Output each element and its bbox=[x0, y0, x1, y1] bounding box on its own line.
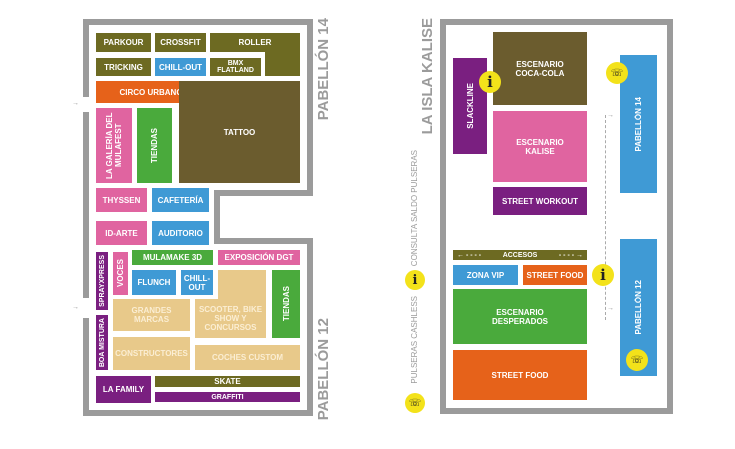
zone-street-workout[interactable]: STREET WORKOUT bbox=[493, 187, 587, 215]
accesos-label: ACCESOS bbox=[502, 251, 538, 259]
zone-label: PABELLÓN 12 bbox=[634, 280, 643, 335]
zone-bmx-flatland[interactable]: BMX FLATLAND bbox=[210, 58, 261, 76]
zone-slackline[interactable]: SLACKLINE bbox=[453, 58, 487, 154]
info-icon: i bbox=[405, 270, 425, 290]
cashless-point-icon[interactable]: ☏ bbox=[606, 62, 628, 84]
zone-scooter-extension bbox=[218, 270, 266, 300]
zone-label: BOA MISTURA bbox=[98, 317, 106, 368]
zone-escenario-desperados[interactable]: ESCENARIO DESPERADOS bbox=[453, 289, 587, 344]
arrow-left-icon: ← - - - - bbox=[457, 251, 482, 259]
zone-chill-out[interactable]: CHILL-OUT bbox=[155, 58, 206, 76]
accesos-bar[interactable]: ← - - - - ACCESOS - - - - → bbox=[453, 250, 587, 260]
zone-tiendas[interactable]: TIENDAS bbox=[137, 108, 172, 183]
zone-parkour[interactable]: PARKOUR bbox=[96, 33, 151, 52]
wall bbox=[214, 190, 313, 196]
zone-auditorio[interactable]: AUDITORIO bbox=[152, 221, 209, 245]
zone-boa-mistura[interactable]: BOA MISTURA bbox=[96, 315, 108, 370]
zone-tiendas-2[interactable]: TIENDAS bbox=[272, 270, 300, 338]
wall bbox=[83, 19, 313, 25]
wall bbox=[307, 238, 313, 416]
isla-kalise-title: LA ISLA KALISE bbox=[419, 18, 436, 135]
zone-escenario-coca-cola[interactable]: ESCENARIO COCA-COLA bbox=[493, 32, 587, 105]
zone-street-food[interactable]: STREET FOOD bbox=[523, 265, 587, 285]
zone-mulamake-3d[interactable]: MULAMAKE 3D bbox=[132, 250, 213, 265]
wall bbox=[83, 112, 89, 298]
zone-flunch[interactable]: FLUNCH bbox=[132, 270, 176, 295]
wall bbox=[83, 19, 89, 97]
zone-cafeteria[interactable]: CAFETERÍA bbox=[152, 188, 209, 212]
arrow-icon: → bbox=[607, 112, 614, 119]
wall bbox=[83, 410, 313, 416]
pavilion-12-label: PABELLÓN 12 bbox=[315, 318, 332, 421]
zone-label: TIENDAS bbox=[150, 127, 159, 164]
path-line bbox=[605, 115, 606, 320]
zone-thyssen[interactable]: THYSSEN bbox=[96, 188, 147, 212]
zone-label: SLACKLINE bbox=[465, 83, 475, 129]
zone-circo-urbano[interactable]: CIRCO URBANO bbox=[96, 81, 206, 103]
cashless-point-icon[interactable]: ☏ bbox=[626, 349, 648, 371]
zone-la-galeria[interactable]: LA GALERÍA DEL MULAFEST bbox=[96, 108, 132, 183]
zone-graffiti[interactable]: GRAFFITI bbox=[155, 392, 300, 402]
zone-tattoo[interactable]: TATTOO bbox=[179, 81, 300, 183]
arrow-icon: → bbox=[607, 305, 614, 312]
zone-sprayxpress[interactable]: SPRAYXPRESS bbox=[96, 252, 108, 310]
zone-street-food-2[interactable]: STREET FOOD bbox=[453, 350, 587, 400]
zone-crossfit[interactable]: CROSSFIT bbox=[155, 33, 206, 52]
legend-cashless-label: PULSERAS CASHLESS bbox=[410, 296, 419, 384]
zone-label: VOCES bbox=[116, 259, 125, 288]
zone-scooter-bike-show[interactable]: SCOOTER, BIKE SHOW Y CONCURSOS bbox=[195, 299, 266, 338]
zone-id-arte[interactable]: ID-ARTE bbox=[96, 221, 147, 245]
zone-coches-custom[interactable]: COCHES CUSTOM bbox=[195, 345, 300, 370]
entrance-arrow-icon: → bbox=[72, 304, 79, 311]
zone-tricking[interactable]: TRICKING bbox=[96, 58, 151, 76]
wall bbox=[307, 19, 313, 196]
info-point-icon[interactable]: i bbox=[592, 264, 614, 286]
wall bbox=[214, 190, 220, 242]
wall bbox=[83, 318, 89, 416]
zone-la-family[interactable]: LA FAMILY bbox=[96, 376, 151, 403]
zone-exposicion-dgt[interactable]: EXPOSICIÓN DGT bbox=[218, 250, 300, 265]
wall bbox=[214, 238, 313, 244]
zone-label: PABELLÓN 14 bbox=[634, 96, 643, 152]
zone-label: LA GALERÍA DEL MULAFEST bbox=[105, 112, 123, 179]
cashless-icon: ☏ bbox=[405, 393, 425, 413]
zone-skate[interactable]: SKATE bbox=[155, 376, 300, 387]
zone-constructores[interactable]: CONSTRUCTORES bbox=[113, 337, 190, 370]
zone-voces[interactable]: VOCES bbox=[113, 252, 128, 295]
zone-roller[interactable]: ROLLER bbox=[210, 33, 300, 52]
pavilion-14-label: PABELLÓN 14 bbox=[315, 18, 332, 121]
zone-chill-out-2[interactable]: CHILL-OUT bbox=[181, 270, 213, 295]
zone-roller-extension bbox=[265, 50, 300, 76]
entrance-arrow-icon: → bbox=[72, 100, 79, 107]
zone-label: TIENDAS bbox=[281, 286, 291, 322]
zone-label: SPRAYXPRESS bbox=[98, 255, 106, 307]
zone-zona-vip[interactable]: ZONA VIP bbox=[453, 265, 518, 285]
zone-escenario-kalise[interactable]: ESCENARIO KALISE bbox=[493, 111, 587, 182]
info-point-icon[interactable]: i bbox=[479, 71, 501, 93]
arrow-right-icon: - - - - → bbox=[558, 251, 583, 259]
zone-grandes-marcas[interactable]: GRANDES MARCAS bbox=[113, 299, 190, 331]
legend-info-label: CONSULTA SALDO PULSERAS bbox=[410, 150, 419, 267]
